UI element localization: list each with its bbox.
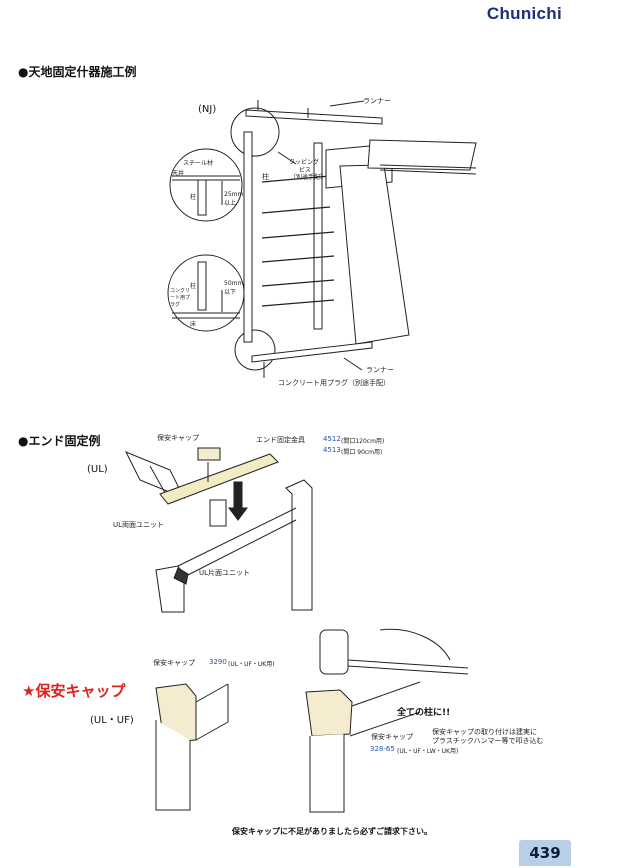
runner-bottom-label: ランナー	[366, 366, 394, 374]
runner-top-label: ランナー	[363, 97, 391, 105]
floor-label: 床	[190, 321, 197, 328]
section3-variant: (UL・UF)	[90, 715, 134, 726]
brand-logo: Chunichi	[486, 4, 562, 23]
section3-title: ★保安キャップ	[22, 682, 126, 700]
cap-code: 3290	[209, 658, 227, 666]
part-4513-desc: (間口 90cm用)	[341, 449, 383, 456]
page-number: 439	[519, 840, 571, 866]
note-line-1: 保安キャップの取り付けは建実に	[432, 728, 537, 736]
cap-label: 保安キャップ	[153, 659, 195, 667]
pillar-detail-label-2: 柱	[190, 283, 197, 290]
cap-label-2: 保安キャップ	[371, 733, 413, 741]
ceiling-label: 天井	[172, 170, 185, 177]
part-4513-code: 4513	[323, 446, 341, 454]
section2-title: ●エンド固定例	[18, 434, 101, 448]
section2-variant: (UL)	[87, 464, 108, 475]
pillar-detail-label: 柱	[190, 194, 197, 201]
plug-note-label: コンクリート用プラグ（別途手配）	[278, 379, 390, 387]
footer-note: 保安キャップに不足がありましたら必ずご請求下さい。	[232, 827, 432, 836]
dim-bottom-label: 50mm 以下	[224, 280, 244, 296]
dim-top-label: 25mm 以上	[224, 191, 244, 207]
cap-code-desc: (UL・UF・UK用)	[228, 661, 275, 668]
steel-label: スチール材	[183, 160, 214, 167]
ul-double-label: UL両面ユニット	[113, 521, 165, 529]
part-4512-desc: (間口120cm用)	[341, 438, 385, 445]
section1-title: ●天地固定什器施工例	[18, 65, 137, 79]
all-pillars-label: 全ての柱に!!	[397, 708, 451, 718]
section1-variant: (NJ)	[198, 104, 217, 115]
ul-single-label: UL片面ユニット	[199, 569, 251, 577]
concrete-plug-short-label: コンクリート用プラグ	[170, 288, 191, 308]
cap-code-2-desc: (UL・UF・LW・UK用)	[397, 748, 459, 755]
cap-code-2: 328-65	[370, 745, 395, 753]
tapping-label-1: タッピング	[289, 159, 320, 166]
note-line-2: プラスチックハンマー等で叩き込む	[432, 737, 544, 745]
end-fix-label: エンド固定金具	[256, 436, 305, 444]
part-4512-code: 4512	[323, 435, 341, 443]
tapping-label-2: ビス	[299, 167, 312, 174]
safety-cap-label: 保安キャップ	[157, 434, 199, 442]
tapping-label-3: （別途手配）	[290, 174, 327, 181]
pillar-label: 柱	[262, 173, 269, 181]
